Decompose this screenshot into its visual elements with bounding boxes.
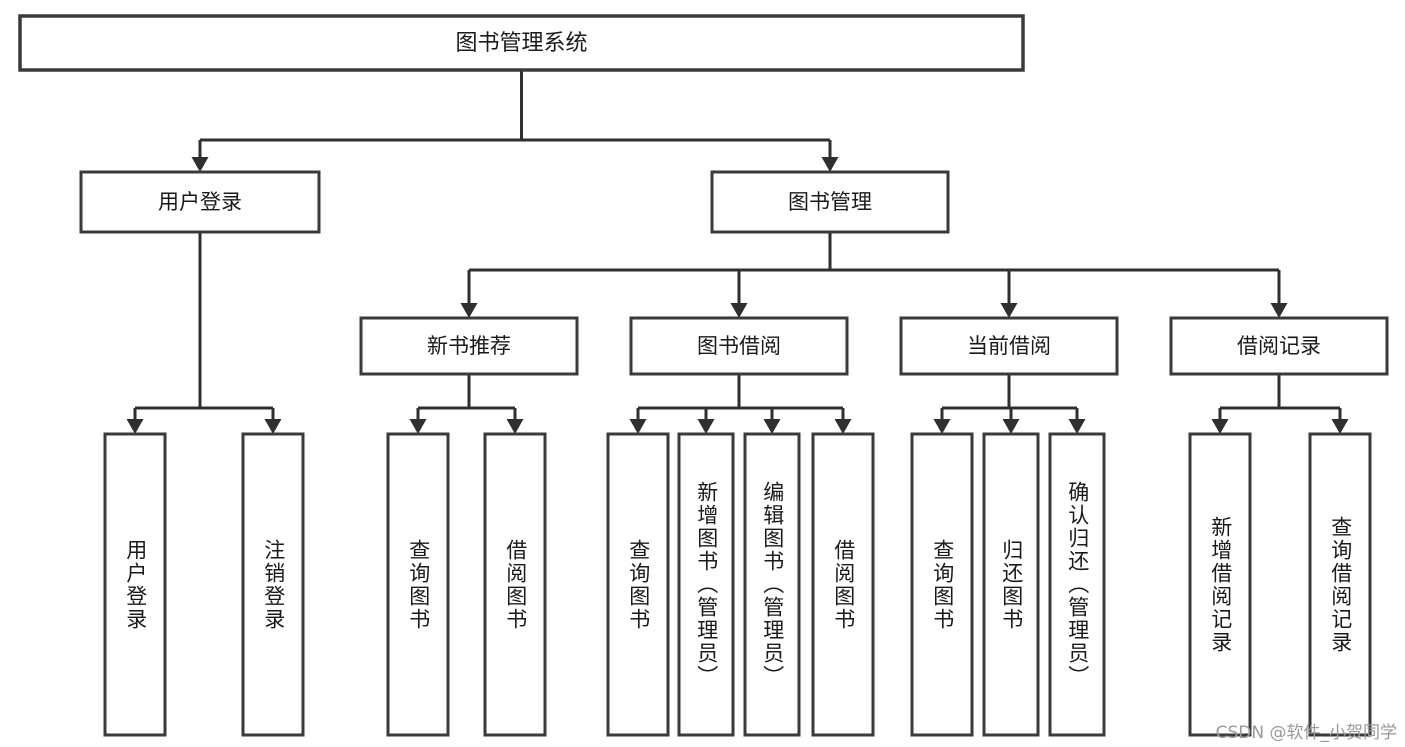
arrow-leaf-12-head — [1331, 419, 1349, 434]
arrow-leaf-4-head — [629, 419, 647, 434]
node-leaf-5[interactable] — [677, 432, 735, 737]
node-level1-0[interactable] — [79, 170, 321, 234]
connectors-layer — [126, 70, 1349, 434]
node-level1-0-label: 用户登录 — [158, 190, 242, 214]
arrow-leaf-7-head — [834, 419, 852, 434]
boxes-layer — [18, 14, 1389, 737]
node-level2-2-label: 当前借阅 — [967, 334, 1051, 358]
node-level2-1-label: 图书借阅 — [697, 334, 781, 358]
arrow-mgmt-to-3-head — [1270, 303, 1288, 318]
node-level2-2[interactable] — [899, 316, 1119, 376]
node-leaf-2[interactable] — [386, 432, 450, 737]
arrow-leaf-3-head — [506, 419, 524, 434]
node-leaf-1[interactable] — [241, 432, 305, 737]
node-level2-3[interactable] — [1169, 316, 1389, 376]
arrow-leaf-11-head — [1211, 419, 1229, 434]
arrow-root-to-0-head — [191, 157, 209, 172]
node-level2-1[interactable] — [629, 316, 849, 376]
arrow-leaf-5-head — [697, 419, 715, 434]
node-leaf-8[interactable] — [910, 432, 974, 737]
arrow-leaf-10-head — [1068, 419, 1086, 434]
node-level1-1-label: 图书管理 — [788, 190, 872, 214]
node-leaf-7[interactable] — [811, 432, 875, 737]
arrow-mgmt-to-1-head — [730, 303, 748, 318]
node-leaf-11[interactable] — [1188, 432, 1252, 737]
node-level1-1[interactable] — [710, 170, 950, 234]
node-leaf-12[interactable] — [1308, 432, 1372, 737]
node-leaf-10[interactable] — [1048, 432, 1106, 737]
arrow-leaf-6-head — [763, 419, 781, 434]
node-leaf-9[interactable] — [982, 432, 1040, 737]
node-leaf-0[interactable] — [103, 432, 167, 737]
node-level2-0-label: 新书推荐 — [427, 334, 511, 358]
node-leaf-4[interactable] — [606, 432, 670, 737]
arrow-leaf-8-head — [933, 419, 951, 434]
node-level2-0[interactable] — [359, 316, 579, 376]
arrow-leaf-9-head — [1002, 419, 1020, 434]
node-leaf-6[interactable] — [743, 432, 801, 737]
arrow-mgmt-to-2-head — [1000, 303, 1018, 318]
arrow-leaf-1-head — [264, 419, 282, 434]
arrow-mgmt-to-0-head — [460, 303, 478, 318]
node-leaf-3[interactable] — [483, 432, 547, 737]
node-level2-3-label: 借阅记录 — [1237, 334, 1321, 358]
arrow-root-to-1-head — [821, 157, 839, 172]
node-root-system-label: 图书管理系统 — [455, 31, 587, 56]
node-root-system[interactable] — [18, 14, 1025, 72]
arrow-leaf-2-head — [409, 419, 427, 434]
arrow-leaf-0-head — [126, 419, 144, 434]
